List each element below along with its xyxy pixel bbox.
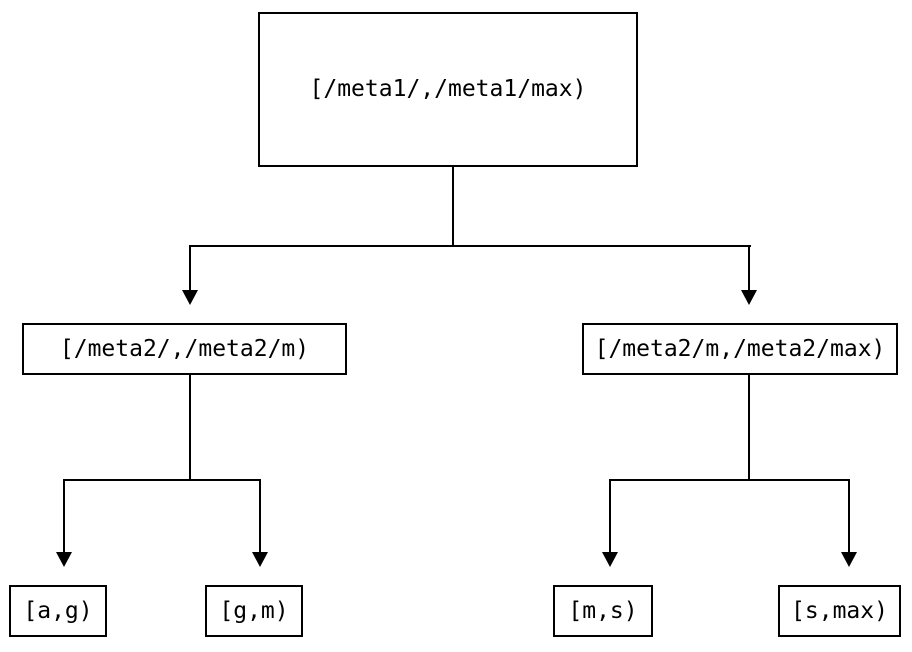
edge-root-horizontal-bar: [189, 245, 751, 247]
edge-mid-right-stem: [748, 375, 750, 481]
node-leaf-2: [g,m): [205, 585, 303, 637]
node-mid-right: [/meta2/m,/meta2/max): [582, 323, 898, 375]
arrowhead-mid-right-to-leaf-4: [841, 552, 857, 567]
edge-mid-left-to-leaf-2-drop: [259, 479, 261, 553]
node-root: [/meta1/,/meta1/max): [258, 12, 638, 167]
edge-root-to-mid-left-drop: [189, 245, 191, 291]
edge-root-to-mid-right-drop: [748, 245, 750, 291]
arrowhead-mid-left-to-leaf-1: [56, 552, 72, 567]
node-leaf-4: [s,max): [778, 585, 901, 637]
arrowhead-root-to-mid-left: [182, 290, 198, 305]
node-mid-left: [/meta2/,/meta2/m): [22, 323, 347, 375]
edge-mid-left-stem: [189, 375, 191, 481]
arrowhead-root-to-mid-right: [741, 290, 757, 305]
edge-mid-right-horizontal-bar: [609, 479, 850, 481]
edge-mid-left-to-leaf-1-drop: [63, 479, 65, 553]
edge-mid-right-to-leaf-3-drop: [609, 479, 611, 553]
edge-mid-right-to-leaf-4-drop: [848, 479, 850, 553]
edge-mid-left-horizontal-bar: [63, 479, 261, 481]
node-leaf-3: [m,s): [553, 585, 653, 637]
node-leaf-1: [a,g): [9, 585, 107, 637]
arrowhead-mid-right-to-leaf-3: [602, 552, 618, 567]
edge-root-stem: [452, 167, 454, 247]
arrowhead-mid-left-to-leaf-2: [252, 552, 268, 567]
